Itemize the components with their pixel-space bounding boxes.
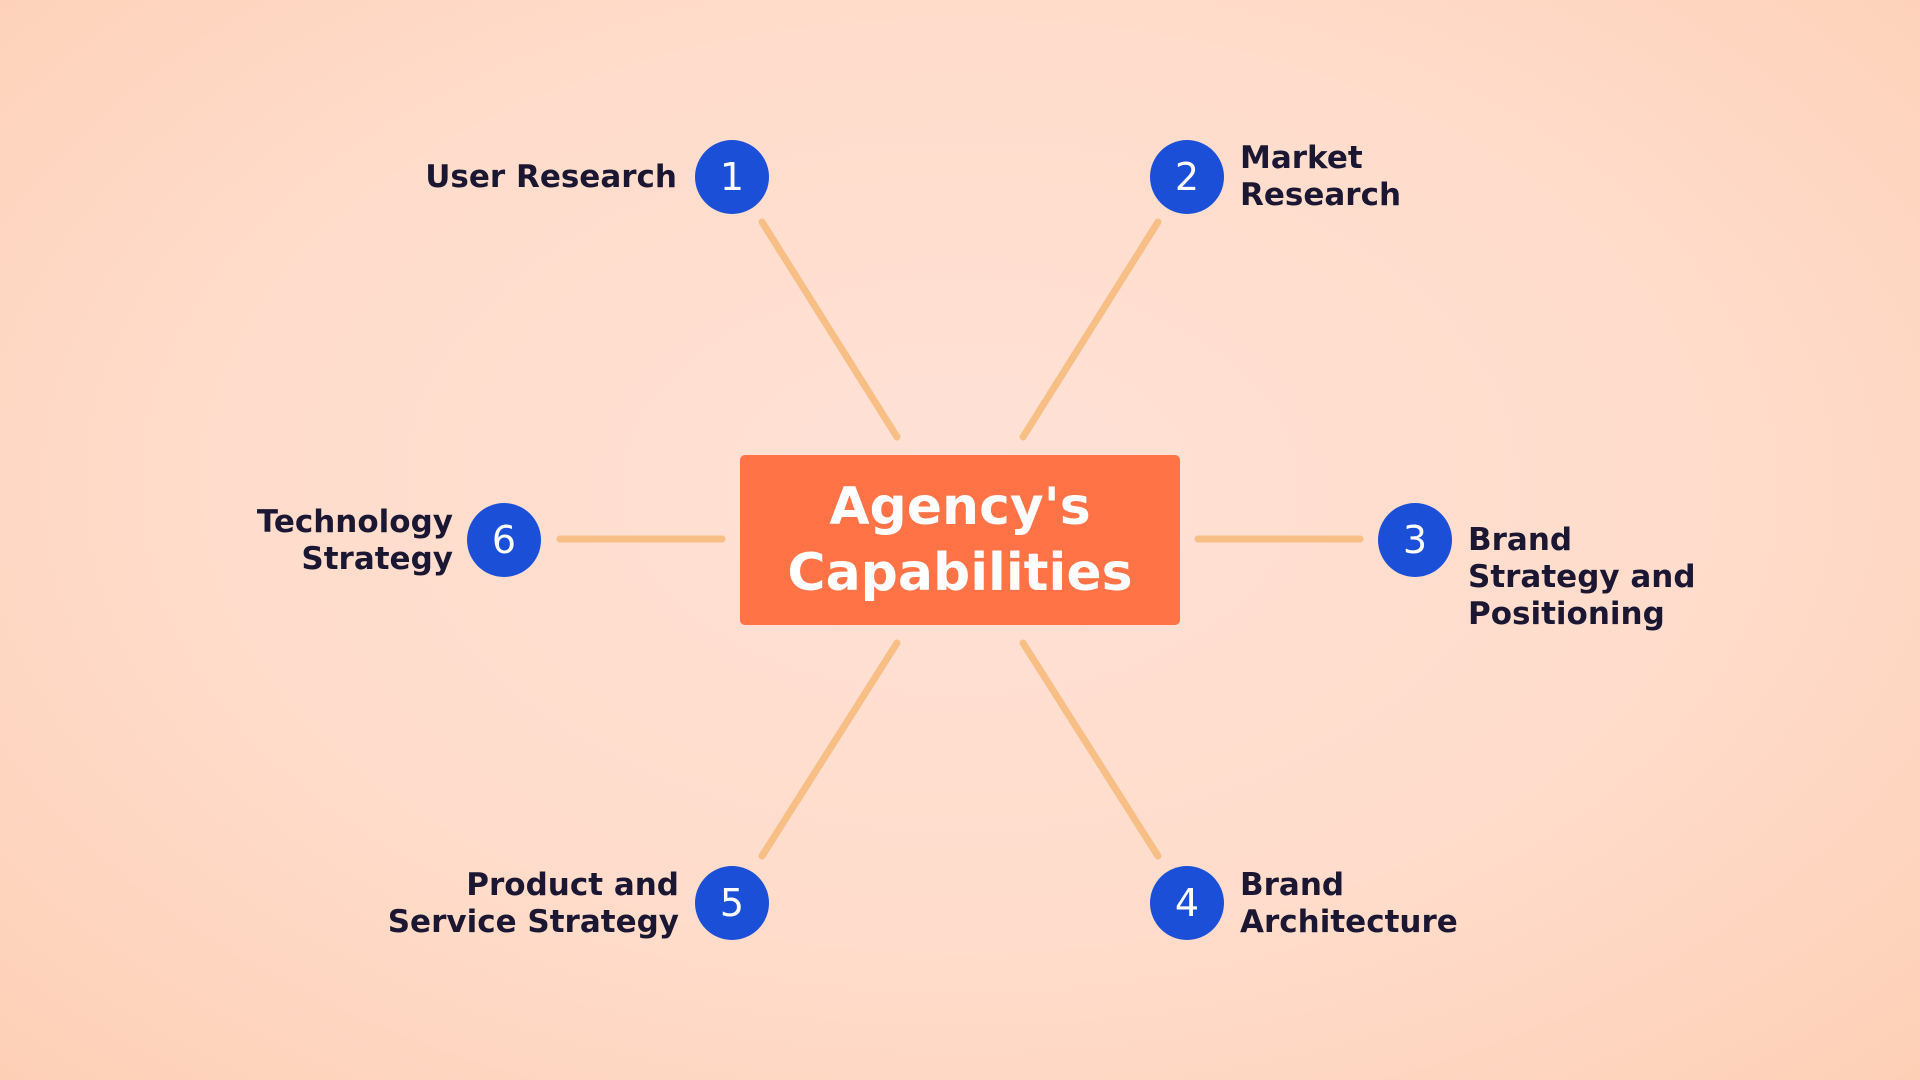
center-title-line-1: Agency's bbox=[829, 477, 1091, 537]
node-5-label-line-1: Product and bbox=[466, 867, 679, 903]
node-5-number: 5 bbox=[719, 881, 745, 925]
node-3-label: Brand Strategy and Positioning bbox=[1468, 522, 1696, 633]
node-3-label-line-2: Strategy and bbox=[1468, 559, 1696, 595]
connector-4 bbox=[1019, 639, 1162, 860]
connector-5 bbox=[758, 639, 901, 860]
node-6-label-line-1: Technology bbox=[256, 504, 453, 540]
node-4-number: 4 bbox=[1174, 881, 1200, 925]
connector-2 bbox=[1019, 218, 1162, 441]
node-5-badge: 5 bbox=[695, 866, 769, 940]
node-4-label-line-2: Architecture bbox=[1240, 904, 1458, 940]
node-6-badge: 6 bbox=[467, 503, 541, 577]
node-2-label: Market Research bbox=[1240, 139, 1401, 215]
center-node: Agency's Capabilities bbox=[740, 455, 1180, 625]
node-2-number: 2 bbox=[1174, 155, 1200, 199]
node-4-label-line-1: Brand bbox=[1240, 867, 1345, 903]
node-1-badge: 1 bbox=[695, 140, 769, 214]
node-1-number: 1 bbox=[719, 155, 745, 199]
node-3-badge: 3 bbox=[1378, 503, 1452, 577]
node-2-label-line-1: Market bbox=[1240, 140, 1363, 176]
node-5-label: Product and Service Strategy bbox=[388, 866, 679, 942]
node-4-label: Brand Architecture bbox=[1240, 866, 1458, 942]
node-2-badge: 2 bbox=[1150, 140, 1224, 214]
center-title-line-2: Capabilities bbox=[787, 543, 1133, 603]
node-5-label-line-2: Service Strategy bbox=[387, 904, 679, 940]
node-2-label-line-2: Research bbox=[1240, 177, 1402, 213]
connector-1 bbox=[758, 218, 901, 441]
node-6-number: 6 bbox=[491, 518, 517, 562]
node-3-label-line-1: Brand bbox=[1468, 522, 1573, 558]
node-6-label: Technology Strategy bbox=[257, 503, 453, 579]
node-3-label-line-3: Positioning bbox=[1468, 596, 1665, 632]
node-1-label-line-1: User Research bbox=[425, 158, 677, 195]
node-4-badge: 4 bbox=[1150, 866, 1224, 940]
node-1-label: User Research bbox=[425, 152, 677, 202]
node-6-label-line-2: Strategy bbox=[301, 541, 453, 577]
node-3-number: 3 bbox=[1402, 518, 1428, 562]
